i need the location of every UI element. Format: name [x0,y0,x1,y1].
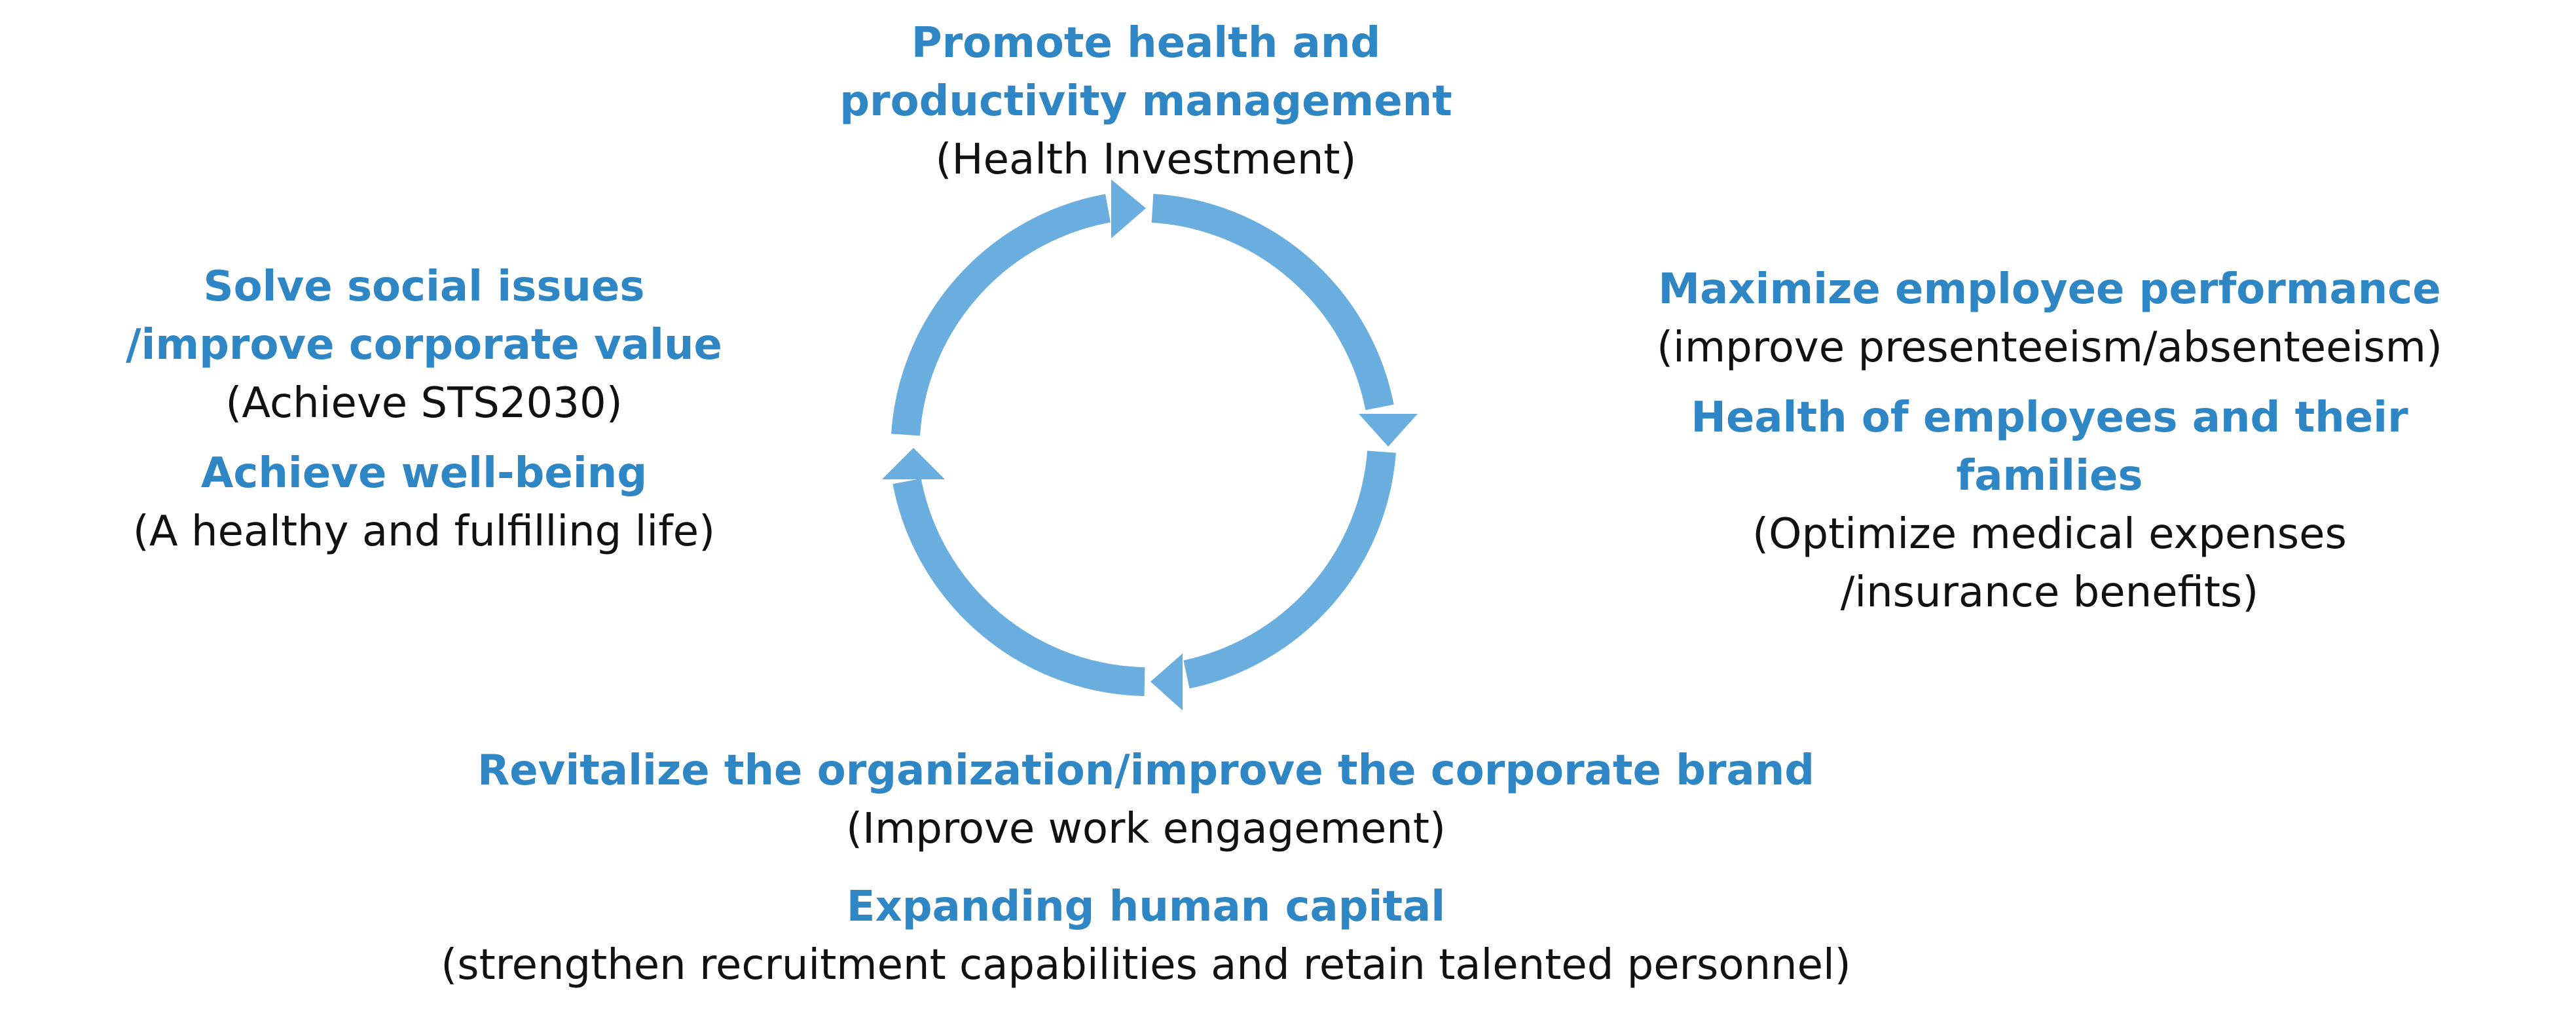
left-heading2: Achieve well-being [200,449,648,498]
arrowhead-left [882,448,945,479]
left-subtext2: (A healthy and fulfilling life) [132,507,716,556]
bottom-heading1: Revitalize the organization/improve the … [477,746,1815,795]
top-heading-line1: Promote health and [911,19,1381,67]
right-subtext2-line1: (Optimize medical expenses [1752,510,2347,559]
left-heading1-line2: /improve corporate value [126,321,722,369]
top-block: Promote health and productivity manageme… [766,14,1526,189]
cycle-arrow-top-to-right [1151,194,1394,411]
arrowhead-right [1359,414,1418,447]
arrowhead-top [1111,179,1146,238]
right-heading2-line2: families [1956,452,2143,500]
top-heading-line2: productivity management [839,77,1452,126]
cycle-arrow-right-to-bottom [1183,451,1396,689]
bottom-block: Revitalize the organization/improve the … [393,742,1899,995]
right-heading2-line1: Health of employees and their [1691,394,2408,442]
cycle-arrow-bottom-to-left [892,478,1145,696]
left-subtext1: (Achieve STS2030) [225,379,623,428]
cycle-arrow-left-to-top [891,194,1111,436]
right-block: Maximize employee performance (improve p… [1585,261,2514,622]
right-heading1: Maximize employee performance [1658,265,2441,314]
left-heading1-line1: Solve social issues [203,263,645,311]
right-subtext1: (improve presenteeism/absenteeism) [1657,323,2442,372]
right-subtext2-line2: /insurance benefits) [1840,568,2259,617]
bottom-heading2: Expanding human capital [846,883,1446,931]
arrowhead-bottom [1150,653,1183,710]
top-subtext: (Health Investment) [935,136,1357,184]
bottom-subtext1: (Improve work engagement) [846,805,1446,853]
left-block: Solve social issues /improve corporate v… [105,258,743,561]
bottom-subtext2: (strengthen recruitment capabilities and… [441,941,1851,989]
